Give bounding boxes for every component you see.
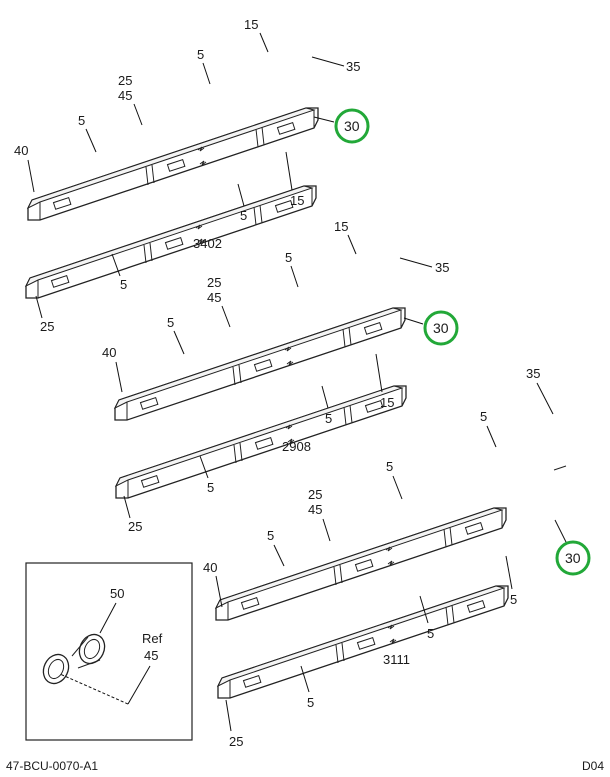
sheet-code: D04 [581,759,604,773]
callout-40: 40 [14,143,28,158]
callout-5: 5 [197,47,204,62]
callout-25: 25 [128,519,142,534]
callout-5: 5 [207,480,214,495]
callout-5: 5 [240,208,247,223]
callout-45: 45 [308,502,322,517]
callout-circle [555,540,591,576]
callout-15: 15 [244,17,258,32]
callout-5: 5 [427,626,434,641]
rail-group-3402: 15 35 5 25 45 5 40 30 5 15 5 25 3402 [14,17,370,334]
callout-35: 35 [435,260,449,275]
callout-30: 30 [433,320,449,336]
callout-25: 25 [229,734,243,749]
callout-40: 40 [203,560,217,575]
callout-25: 25 [118,73,132,88]
callout-5: 5 [120,277,127,292]
callout-25: 25 [308,487,322,502]
callout-15: 15 [334,219,348,234]
callout-30: 30 [565,550,581,566]
callout-15: 15 [380,395,394,410]
group-label-2908: 2908 [282,439,311,454]
callout-30: 30 [344,118,360,134]
callout-45: 45 [207,290,221,305]
rail-group-3111: 35 5 5 25 45 5 40 30 5 5 5 25 3111 [203,366,591,749]
callout-25: 25 [40,319,54,334]
callout-40: 40 [102,345,116,360]
callout-circle [423,310,459,346]
callout-5: 5 [78,113,85,128]
callout-5: 5 [167,315,174,330]
callout-5: 5 [480,409,487,424]
group-label-3402: 3402 [193,236,222,251]
callout-5: 5 [267,528,274,543]
callout-5: 5 [325,411,332,426]
inset-ref-label: Ref [142,631,163,646]
inset-detail: 50 Ref 45 [25,562,193,741]
callout-35: 35 [526,366,540,381]
callout-circle [334,108,370,144]
rail-group-2908: 15 35 5 25 45 5 40 30 5 15 5 25 2908 [102,219,459,534]
callout-5: 5 [510,592,517,607]
callout-25: 25 [207,275,221,290]
callout-5: 5 [285,250,292,265]
callout-5: 5 [386,459,393,474]
callout-35: 35 [346,59,360,74]
inset-callout-50: 50 [110,586,124,601]
group-label-3111: 3111 [383,652,410,667]
callout-45: 45 [118,88,132,103]
inset-frame [25,562,193,741]
inset-callout-45: 45 [144,648,158,663]
drawing-number: 47-BCU-0070-A1 [6,759,99,773]
callout-5: 5 [307,695,314,710]
callout-15: 15 [290,193,304,208]
